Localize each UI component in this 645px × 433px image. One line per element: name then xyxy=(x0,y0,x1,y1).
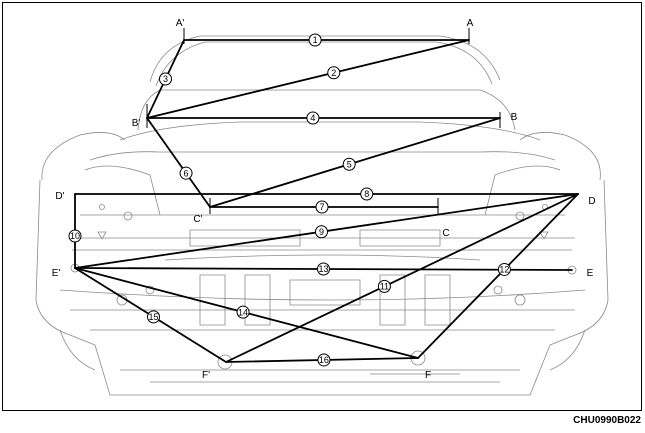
measurement-number-8: 8 xyxy=(360,187,374,201)
number-circle xyxy=(159,72,172,86)
number-text: 2 xyxy=(331,68,336,78)
point-label-a-prime: A' xyxy=(176,18,185,29)
measurement-number-9: 9 xyxy=(314,225,328,239)
number-circle xyxy=(377,279,391,293)
number-text: 15 xyxy=(149,312,159,322)
point-label-e: E xyxy=(587,268,594,279)
number-circle xyxy=(342,157,356,171)
number-text: 1 xyxy=(313,35,318,45)
measurement-line-12 xyxy=(417,193,579,359)
number-text: 4 xyxy=(310,113,315,123)
number-text: 7 xyxy=(319,202,324,212)
number-circle xyxy=(315,200,329,214)
number-text: 5 xyxy=(347,159,352,169)
measurement-number-6: 6 xyxy=(179,166,193,180)
measurement-number-15: 15 xyxy=(147,310,161,324)
point-label-d: D xyxy=(588,196,595,207)
number-circle xyxy=(360,187,374,201)
point-label-f: F xyxy=(425,370,431,381)
number-circle xyxy=(68,229,82,243)
number-circle xyxy=(147,310,161,324)
reference-ticks xyxy=(146,28,501,214)
measurement-line-2 xyxy=(146,39,470,119)
point-label-f-prime: F' xyxy=(202,370,210,381)
number-text: 13 xyxy=(318,264,328,274)
measurement-number-16: 16 xyxy=(317,353,331,367)
number-text: 12 xyxy=(499,265,509,275)
point-label-b: B xyxy=(511,112,518,123)
measurement-number-2: 2 xyxy=(327,66,341,80)
number-circle xyxy=(497,262,511,276)
number-text: 3 xyxy=(163,74,168,84)
drawing-code: CHU0990B022 xyxy=(573,415,641,426)
measurement-number-3: 3 xyxy=(159,72,172,86)
point-labels: A A' B B' C C' D D' E E' F F' xyxy=(52,18,596,381)
point-label-e-prime: E' xyxy=(52,268,61,279)
number-circle xyxy=(317,262,330,276)
measurement-number-4: 4 xyxy=(306,111,320,125)
number-circle xyxy=(308,33,322,47)
point-label-c: C xyxy=(442,228,449,239)
number-circle xyxy=(179,166,193,180)
number-text: 16 xyxy=(319,355,329,365)
measurement-number-13: 13 xyxy=(317,262,330,276)
number-circle xyxy=(306,111,320,125)
number-text: 11 xyxy=(380,282,389,292)
point-label-a: A xyxy=(467,18,474,29)
number-text: 10 xyxy=(70,231,80,241)
measurement-number-11: 11 xyxy=(377,279,391,293)
number-text: 6 xyxy=(184,168,189,178)
measurement-number-1: 1 xyxy=(308,33,322,47)
number-circle xyxy=(314,225,328,239)
number-text: 9 xyxy=(319,227,324,237)
measurement-number-5: 5 xyxy=(342,157,356,171)
measurement-number-7: 7 xyxy=(315,200,329,214)
number-circle xyxy=(327,66,341,80)
point-label-c-prime: C' xyxy=(193,214,202,225)
measurement-number-14: 14 xyxy=(236,305,250,319)
number-circle xyxy=(236,305,250,319)
measurement-line-6 xyxy=(146,117,211,208)
number-text: 8 xyxy=(364,189,369,199)
measurement-line-11 xyxy=(225,193,579,363)
number-circle xyxy=(317,353,331,367)
measurement-number-10: 10 xyxy=(68,229,82,243)
point-label-b-prime: B' xyxy=(132,118,141,129)
number-text: 14 xyxy=(238,307,248,317)
measurement-number-12: 12 xyxy=(497,262,511,276)
rear-body-sketch xyxy=(35,35,609,396)
point-label-d-prime: D' xyxy=(55,191,64,202)
diagram-frame xyxy=(2,2,642,411)
